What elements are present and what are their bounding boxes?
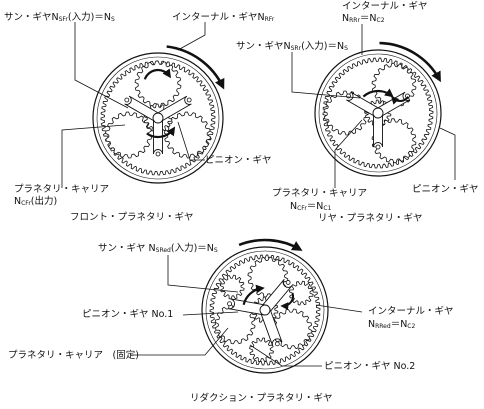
reduction-carrier-plate-b	[259, 307, 283, 346]
reduction-planetary-gear	[201, 238, 329, 374]
leader-red-internal	[315, 304, 363, 313]
rear-pinion-rotation-arrow	[391, 95, 410, 105]
leader-red-sun	[167, 255, 239, 293]
front-carrier-speed-label: NCFr(出力)	[14, 196, 58, 207]
reduction-pinion1-label: ピニオン・ギヤ No.1	[82, 309, 174, 320]
rear-planetary-caption: リヤ・プラネタリ・ギヤ	[318, 213, 423, 224]
leader-red-pinion2	[249, 344, 322, 367]
reduction-sun-gear-label: サン・ギヤ NSRed(入力)＝NS	[98, 243, 218, 254]
front-sun-rotation-arrow	[146, 126, 176, 139]
front-carrier-label: プラネタリ・キャリア	[14, 184, 110, 195]
front-pinion-gear-3	[105, 111, 152, 159]
rear-internal-gear-label: インターナル・ギヤ	[342, 1, 428, 12]
rear-internal-rotation-arrow	[379, 41, 441, 83]
reduction-carrier-plate-a	[260, 278, 293, 314]
front-planetary-gear	[92, 45, 225, 184]
rear-sun-rotation-arrow	[362, 88, 394, 98]
rear-internal-speed-label: NRRr＝NC2	[342, 13, 385, 24]
rear-carrier-arm-2	[346, 91, 381, 118]
leader-front-internal	[177, 22, 206, 51]
front-carrier-arm-3	[124, 95, 161, 123]
reduction-carrier-plate-c-pin	[227, 301, 232, 307]
reduction-carrier-hub	[259, 304, 271, 316]
reduction-sun-rotation-arrow	[242, 284, 265, 306]
rear-sun-gear-label: サン・ギヤNSRr(入力)＝NS	[236, 41, 348, 52]
reduction-pinion-rotation-arrow	[280, 292, 294, 311]
leader-front-pinion	[177, 121, 205, 161]
leader-rear-pinion	[439, 127, 456, 180]
front-carrier-arm-1	[155, 95, 192, 123]
front-internal-gear-label: インターナル・ギヤNRFr	[172, 12, 275, 23]
rear-carrier-arm-1-pin	[375, 144, 381, 150]
front-pinion-gear-label: ピニオン・ギヤ	[205, 155, 272, 166]
front-carrier-arm-1-pin	[186, 97, 192, 103]
front-internal-gear-band	[96, 56, 220, 180]
leader-front-sun	[74, 22, 129, 109]
reduction-planetary-caption: リダクション・プラネタリ・ギヤ	[190, 393, 333, 404]
reduction-internal-rotation-arrow	[238, 238, 303, 251]
rear-carrier-label: プラネタリ・キャリア	[272, 188, 368, 199]
reduction-internal-gear-band	[205, 250, 325, 370]
reduction-pinion2-label: ピニオン・ギヤ No.2	[324, 361, 416, 372]
leader-lines	[61, 22, 456, 367]
leader-front-carrier	[61, 124, 126, 188]
front-planetary-caption: フロント・プラネタリ・ギヤ	[70, 212, 194, 223]
leader-red-carrier	[130, 327, 229, 356]
reduction-carrier-plate-b-pin	[274, 341, 280, 347]
front-pinion-rotation-arrow	[143, 68, 172, 80]
reduction-pinion2-b	[249, 337, 274, 363]
rear-planetary-gear	[314, 41, 442, 177]
reduction-internal-gear-label: インターナル・ギヤ	[368, 306, 454, 317]
front-carrier-arm-3-pin	[124, 97, 130, 103]
reduction-carrier-plate-c	[228, 298, 267, 316]
front-internal-rotation-arrow	[166, 45, 225, 90]
reduction-carrier-label: プラネタリ・キャリア (固定)	[8, 350, 139, 361]
reduction-carrier-plate-a-pin	[285, 280, 291, 285]
rear-carrier-speed-label: NCFr＝NC1	[290, 201, 332, 212]
front-sun-gear-label: サン・ギヤNSFr(入力)＝NS	[4, 12, 115, 23]
rear-internal-gear-band	[318, 53, 438, 173]
front-carrier-hub	[152, 112, 164, 124]
reduction-internal-speed-label: NRRed＝NC2	[368, 319, 416, 330]
front-carrier-arm-2-pin	[155, 151, 161, 157]
leader-rear-sun	[291, 52, 361, 99]
rear-pinion-gear-label: ピニオン・ギヤ	[412, 184, 479, 195]
leader-red-pinion1	[182, 311, 239, 316]
leader-rear-carrier	[334, 119, 363, 188]
rear-carrier-hub	[372, 107, 384, 119]
reduction-pinion2-c	[219, 274, 245, 300]
rear-carrier-arm-1	[373, 112, 383, 148]
